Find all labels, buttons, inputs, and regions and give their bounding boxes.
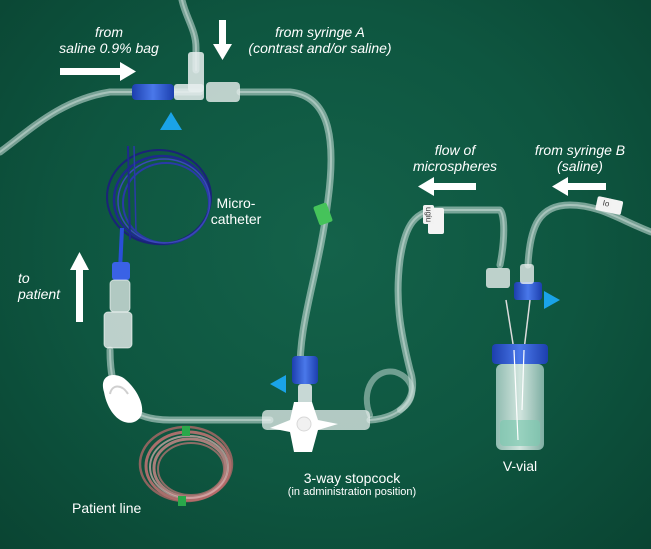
syringe-a-tube	[178, 0, 200, 74]
to-patient-connectors	[103, 228, 133, 349]
microcatheter-label: Micro- catheter	[196, 195, 276, 227]
from-syringe-a-line1: from syringe A	[275, 24, 365, 40]
microcatheter-coil	[106, 145, 212, 246]
top-connector-assembly	[132, 52, 240, 102]
vial-outlet-tube	[366, 206, 508, 424]
saline-tube	[0, 88, 204, 156]
v-vial	[486, 264, 548, 450]
vvial-label: V-vial	[502, 458, 538, 474]
tube-tag-left-text: ugiu	[423, 205, 434, 225]
tube-tag-right-text: Ιο	[599, 197, 613, 210]
arrow-left-icon	[418, 177, 476, 196]
syringe-a-loop-tube	[236, 88, 335, 384]
arrow-up-icon	[70, 252, 89, 322]
roller-clamp	[102, 375, 143, 423]
stopcock-label: 3-way stopcock (in administration positi…	[262, 470, 442, 499]
arrow-down-icon	[213, 20, 232, 60]
marker-triangle-icon	[270, 375, 286, 393]
marker-triangle-icon	[160, 112, 182, 130]
markers	[160, 112, 560, 393]
microcatheter-line2: catheter	[210, 211, 262, 227]
patient-line-coil	[138, 425, 234, 506]
to-patient-line2: patient	[18, 286, 61, 302]
arrows	[60, 20, 606, 322]
stopcock-body	[262, 356, 370, 452]
from-syringe-b-line2: (saline)	[557, 158, 603, 174]
tubing	[0, 0, 651, 424]
from-syringe-b-label: from syringe B (saline)	[524, 142, 636, 174]
flow-of-microspheres-label: flow of microspheres	[405, 142, 505, 174]
stopcock-line2: (in administration position)	[287, 486, 417, 498]
from-saline-line2: saline 0.9% bag	[59, 40, 159, 56]
to-patient-label: to patient	[18, 270, 78, 302]
left-loop-tube	[27, 92, 130, 410]
flow-line1: flow of	[434, 142, 476, 158]
microcatheter-line1: Micro-	[216, 195, 256, 211]
arrow-right-icon	[60, 62, 136, 81]
stopcock-line1: 3-way stopcock	[303, 470, 401, 486]
syringe-b-tube	[524, 201, 651, 269]
patient-line-label: Patient line	[72, 500, 142, 516]
from-syringe-b-line1: from syringe B	[534, 142, 626, 158]
flow-line2: microspheres	[412, 158, 498, 174]
from-syringe-a-label: from syringe A (contrast and/or saline)	[236, 24, 404, 56]
arrow-left-icon	[552, 177, 606, 196]
from-saline-label: from saline 0.9% bag	[44, 24, 174, 56]
small-loop-tube	[363, 368, 415, 418]
to-patient-line1: to	[18, 270, 30, 286]
green-clip	[313, 202, 333, 226]
marker-triangle-icon	[544, 291, 560, 309]
from-saline-line1: from	[95, 24, 123, 40]
from-syringe-a-line2: (contrast and/or saline)	[248, 40, 392, 56]
